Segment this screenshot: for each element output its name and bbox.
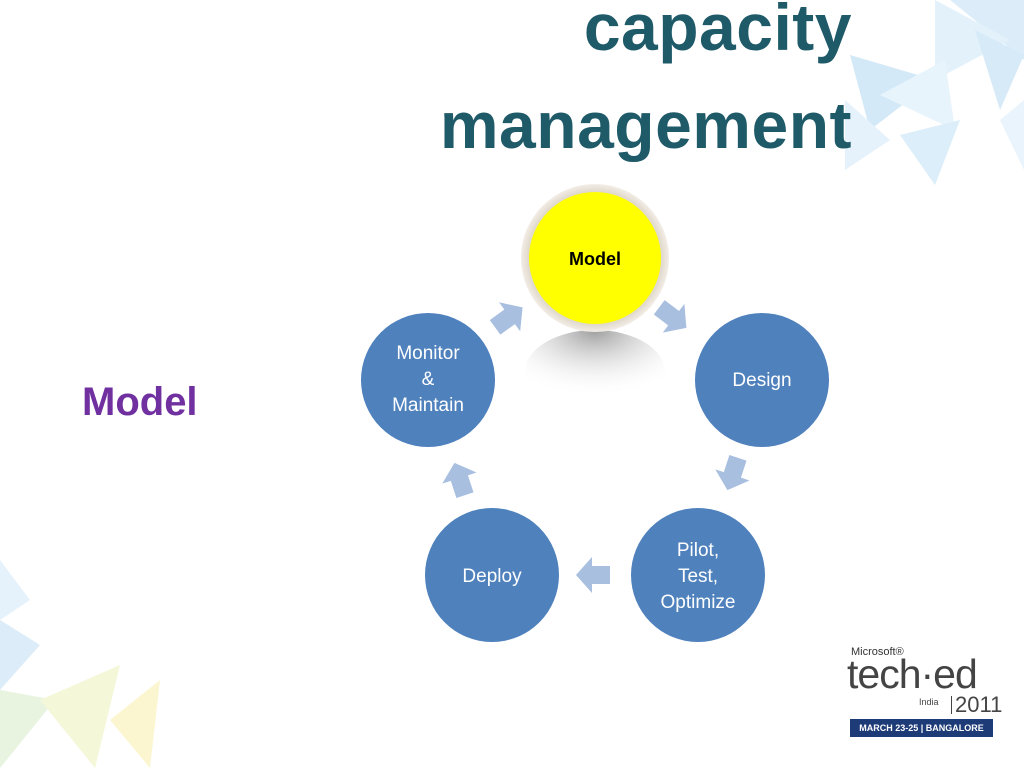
monitor-circle (361, 313, 495, 447)
monitor-label-line-3: Maintain (392, 395, 464, 416)
pilot-label-line-1: Pilot, (677, 540, 719, 561)
logo-name: tech·ed (847, 651, 978, 697)
monitor-label-line-2: & (422, 369, 435, 390)
bottom-left-triangles (0, 560, 160, 768)
node-pilot-test-optimize: Pilot, Test, Optimize (631, 508, 765, 642)
deploy-circle (425, 508, 559, 642)
logo-year: 2011 (955, 692, 1003, 717)
arrow-monitor-to-model (489, 302, 523, 335)
pilot-label-line-2: Test, (678, 566, 718, 587)
node-model: Model (521, 184, 669, 332)
design-label-line-1: Design (732, 370, 791, 391)
design-circle (695, 313, 829, 447)
top-right-triangles (845, 0, 1024, 185)
logo-banner: MARCH 23-25 | BANGALORE (850, 719, 993, 737)
model-label-line-1: Model (569, 249, 621, 269)
teched-logo: Microsoft® tech·ed India 2011 MARCH 23-2… (847, 646, 1002, 742)
arrow-deploy-to-monitor (442, 462, 477, 498)
logo-brand: Microsoft® (851, 646, 904, 658)
model-reflection (525, 330, 665, 414)
pilot-circle (631, 508, 765, 642)
logo-region: India (919, 697, 939, 707)
arrow-pilot-to-deploy (576, 557, 610, 593)
pilot-label-line-3: Optimize (661, 592, 736, 613)
node-design: Design (695, 313, 829, 447)
deploy-label-line-1: Deploy (462, 566, 522, 587)
title-line-2: management (439, 88, 852, 162)
node-monitor-maintain: Monitor & Maintain (361, 313, 495, 447)
arrow-design-to-pilot (715, 455, 750, 491)
model-circle (529, 192, 661, 324)
node-deploy: Deploy (425, 508, 559, 642)
logo-divider (951, 696, 952, 714)
side-label: Model (82, 380, 198, 424)
arrow-model-to-design (653, 300, 687, 333)
monitor-label-line-1: Monitor (396, 343, 460, 364)
title-line-1: capacity (583, 0, 852, 64)
